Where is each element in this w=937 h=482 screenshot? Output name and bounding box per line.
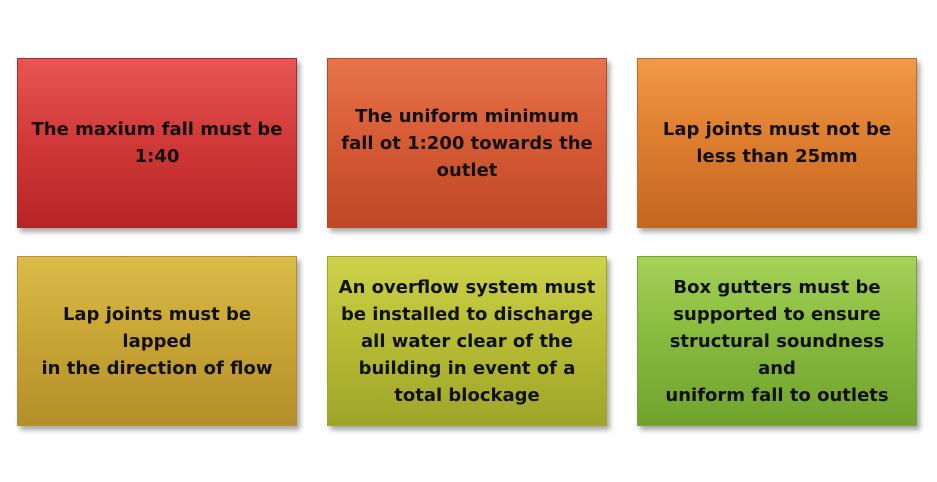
- box-text-line: outlet: [436, 159, 498, 181]
- box-text-line: The maxium fall must be: [31, 119, 283, 140]
- box-overflow-system-text: An overflow system must be installed to …: [339, 274, 596, 409]
- box-lap-length: Lap joints must not be less than 25mm: [637, 58, 917, 228]
- box-lap-direction-text: Lap joints must be lapped in the directi…: [28, 301, 286, 382]
- box-text-line: fall ot 1:200 towards the: [341, 132, 593, 154]
- box-text-line: Lap joints must be lapped: [62, 303, 252, 352]
- box-text-line: supported to ensure: [673, 303, 881, 325]
- box-lap-length-text: Lap joints must not be less than 25mm: [663, 116, 891, 170]
- box-text-line: be installed to discharge: [340, 303, 594, 325]
- box-max-fall-text: The maxium fall must be 1:40: [32, 116, 283, 170]
- box-overflow-system: An overflow system must be installed to …: [327, 256, 607, 426]
- box-text-line: building in event of a: [358, 357, 576, 379]
- box-text-line: less than 25mm: [696, 146, 858, 167]
- box-text-line: 1:40: [134, 146, 180, 167]
- box-gutter-support-text: Box gutters must be supported to ensure …: [648, 274, 906, 409]
- box-text-line: in the direction of flow: [41, 357, 273, 379]
- box-text-line: uniform fall to outlets: [665, 384, 889, 406]
- box-text-line: The uniform minimum: [355, 105, 579, 127]
- box-min-fall: The uniform minimum fall ot 1:200 toward…: [327, 58, 607, 228]
- box-text-line: Lap joints must not be: [662, 119, 892, 140]
- box-gutter-support: Box gutters must be supported to ensure …: [637, 256, 917, 426]
- box-max-fall: The maxium fall must be 1:40: [17, 58, 297, 228]
- box-lap-direction: Lap joints must be lapped in the directi…: [17, 256, 297, 426]
- box-text-line: all water clear of the: [361, 330, 573, 352]
- box-text-line: Box gutters must be: [673, 276, 881, 298]
- box-text-line: structural soundness and: [669, 330, 885, 379]
- box-text-line: An overflow system must: [338, 276, 596, 298]
- box-text-line: total blockage: [394, 384, 540, 406]
- box-min-fall-text: The uniform minimum fall ot 1:200 toward…: [341, 103, 593, 184]
